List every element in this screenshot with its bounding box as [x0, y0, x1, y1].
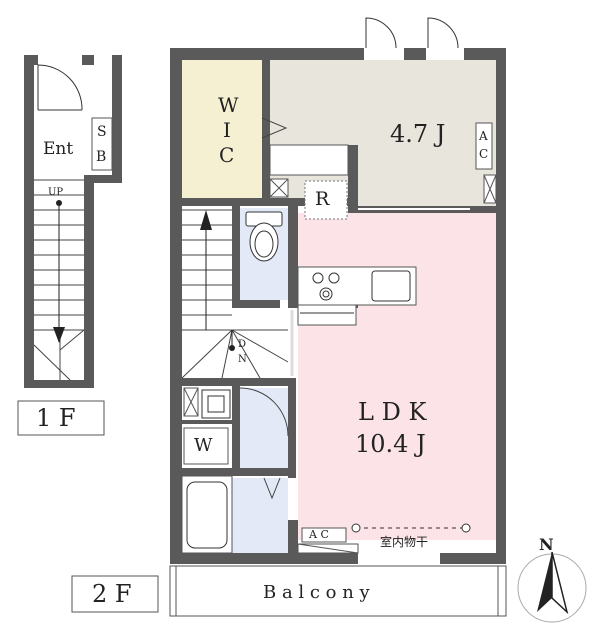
compass-icon — [517, 551, 587, 623]
wic-label-i: I — [223, 118, 231, 142]
stairs-down-label-d: D — [238, 339, 247, 350]
ldk-name: L D K — [358, 398, 427, 426]
indoor-drying-label: 室内物干 — [380, 535, 429, 549]
bedroom-ac-label-c: C — [479, 147, 489, 161]
entrance-label: Ent — [43, 139, 74, 159]
second-floor-plan — [71, 17, 507, 617]
kitchen-counter — [297, 266, 417, 326]
floor-label-1f: 1 F — [36, 404, 76, 432]
ldk-size: 10.4 J — [355, 430, 426, 458]
compass-north-label: N — [539, 535, 554, 554]
stairs-down-label-n: N — [238, 354, 247, 365]
wic-label-c: C — [219, 143, 235, 167]
floor-label-2f: 2 F — [92, 580, 132, 608]
shoe-box-label-s: S — [97, 124, 107, 140]
shoe-box-label-b: B — [96, 149, 107, 165]
stairs-up-label: UP — [48, 187, 64, 198]
bedroom-size: 4.7 J — [390, 120, 446, 148]
balcony-label: B a l c o n y — [263, 582, 370, 603]
refrigerator-label: R — [315, 188, 330, 210]
washer-label: W — [194, 435, 213, 456]
bedroom-ac-label-a: A — [479, 129, 488, 143]
wic-label-w: W — [218, 93, 239, 117]
ldk-ac-label: A C — [309, 528, 329, 541]
toilet — [245, 211, 283, 262]
first-floor-plan — [17, 55, 122, 436]
